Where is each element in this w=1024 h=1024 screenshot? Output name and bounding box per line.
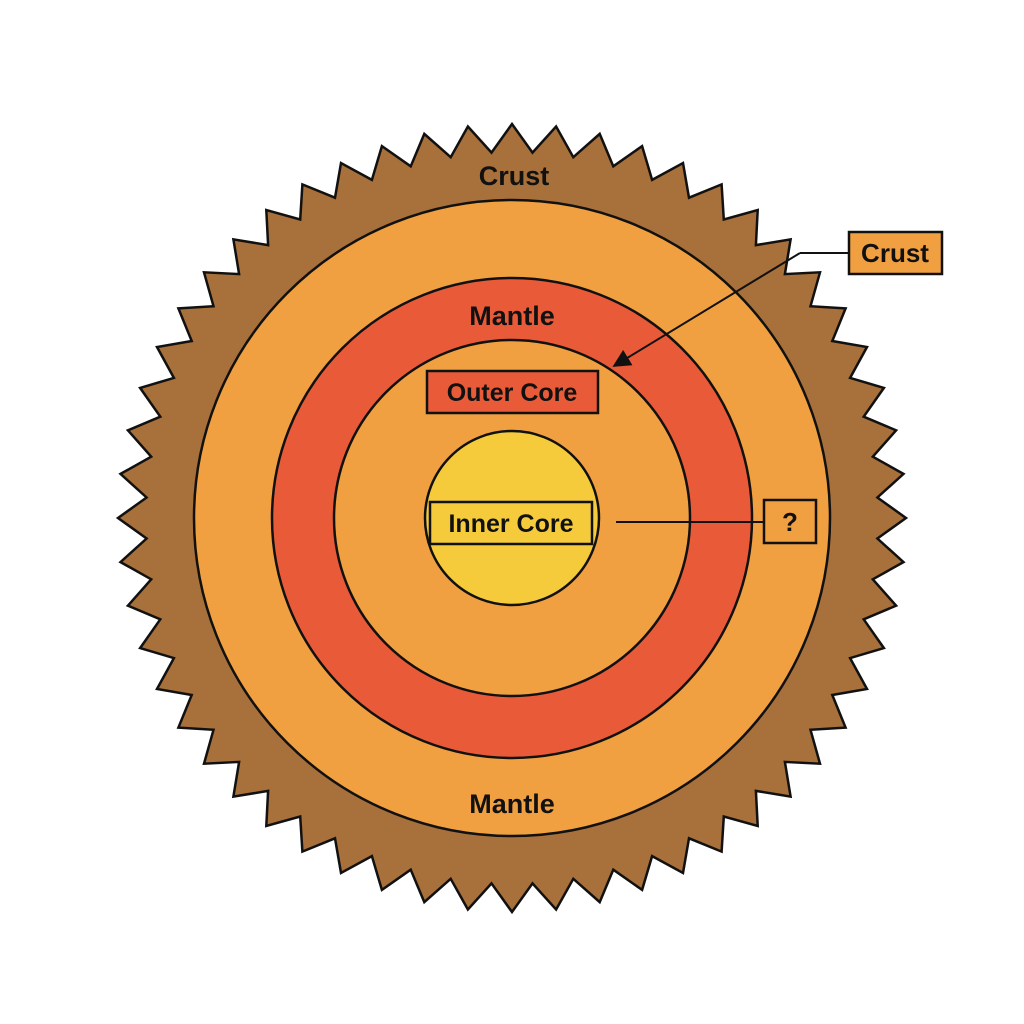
crust-label: Crust	[479, 161, 550, 191]
mantle-upper-label: Mantle	[469, 301, 555, 331]
mantle-lower-label: Mantle	[469, 789, 555, 819]
inner-core-label: Inner Core	[448, 510, 573, 538]
unknown-callout-label: ?	[782, 507, 798, 537]
crust-callout-label: Crust	[861, 238, 929, 268]
outer-core-label-box	[425, 369, 600, 415]
unknown-callout-box	[762, 498, 818, 545]
inner-core-label-box	[428, 500, 594, 546]
crust-callout-arrow	[612, 252, 801, 367]
crust-callout-box	[847, 230, 944, 276]
outer-core-label: Outer Core	[447, 379, 578, 407]
